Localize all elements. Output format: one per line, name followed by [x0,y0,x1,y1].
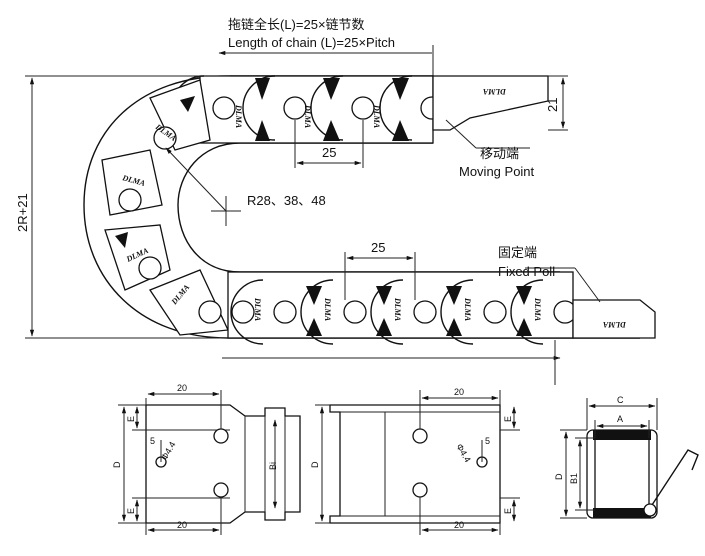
bracket-height-label: 21 [545,98,560,112]
detail-left: 20 20 D E E Bi 5 Φ4.4 [112,383,301,535]
section-view: C A D B1 [554,395,699,519]
detail-right-width-top: 20 [454,387,464,397]
fixed-end-logo: DLMA [602,320,627,329]
svg-text:DLMA: DLMA [372,104,381,129]
section-a: A [617,414,623,424]
radius-leader [165,147,227,212]
moving-label-en: Moving Point [459,164,535,179]
fixed-end-bracket [572,299,656,339]
detail-right-e-top: E [503,416,513,422]
top-links: DLMA DLMA DLMA [171,75,444,144]
height-dimension-label: 2R+21 [15,193,30,232]
detail-left-width-bottom: 20 [177,520,187,530]
detail-right-hole-off: 5 [485,436,490,446]
detail-left-hole-off: 5 [150,436,155,446]
length-label-cn: 拖链全长(L)=25×链节数 [228,17,365,32]
svg-text:DLMA: DLMA [323,297,332,322]
pitch-top-label: 25 [322,145,336,160]
svg-text:DLMA: DLMA [393,297,402,322]
radius-label: R28、38、48 [247,193,326,208]
section-c: C [617,395,624,405]
detail-left-d: D [112,461,122,468]
chain-inner-envelope [177,142,560,273]
detail-left-width-top: 20 [177,383,187,393]
detail-left-e-top: E [126,416,136,422]
length-label-en: Length of chain (L)=25×Pitch [228,35,395,50]
svg-text:DLMA: DLMA [533,297,542,322]
svg-text:DLMA: DLMA [234,104,243,129]
fixed-label-en: Fixed Poll [498,264,555,279]
moving-label-cn: 移动端 [480,146,519,161]
bottom-links: DLMA DLMA DLMA DLMA DLMA [227,271,577,345]
moving-end-logo: DLMA [482,87,507,96]
detail-right: 20 20 D E E 5 Φ4.4 [310,387,520,535]
curve-links: DLMA DLMA DLMA DLMA [101,79,229,336]
section-d: D [554,473,564,480]
detail-left-e-bottom: E [126,508,136,514]
svg-text:DLMA: DLMA [253,297,262,322]
svg-text:DLMA: DLMA [303,104,312,129]
moving-end-bracket [432,75,549,131]
pitch-bottom-label: 25 [371,240,385,255]
detail-right-e-bottom: E [503,508,513,514]
chain-outer-envelope [83,75,640,339]
svg-text:DLMA: DLMA [463,297,472,322]
section-b1: B1 [569,473,579,484]
detail-left-bi: Bi [268,462,278,470]
fixed-label-cn: 固定端 [498,245,537,260]
detail-right-d: D [310,461,320,468]
fixed-leader [574,267,601,303]
detail-right-width-bottom: 20 [454,520,464,530]
